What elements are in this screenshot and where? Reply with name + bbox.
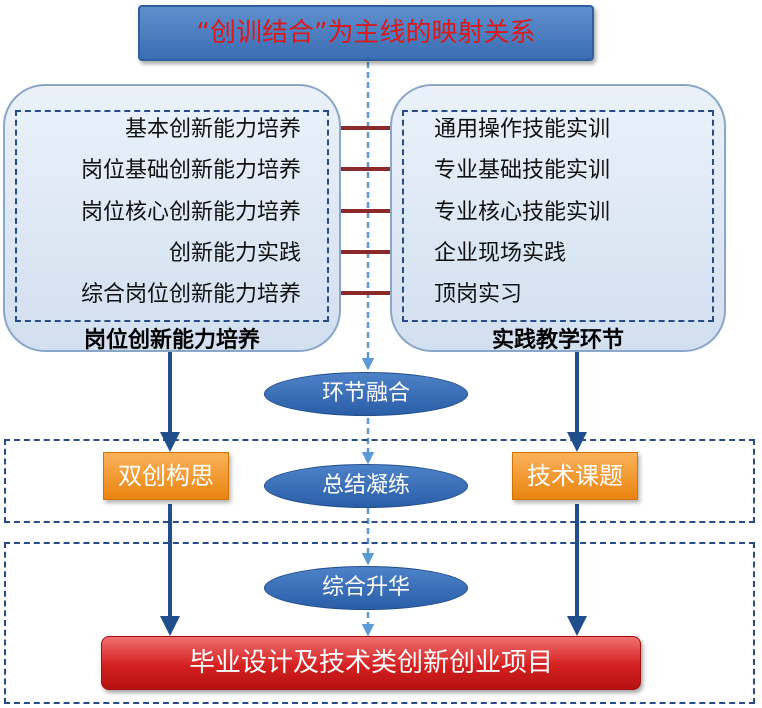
step-ellipse-synthesis: 综合升华: [264, 566, 468, 610]
summary-stage-frame: [4, 439, 755, 523]
step-ellipse-summary: 总结凝练: [264, 464, 468, 508]
left-item: 基本创新能力培养: [124, 117, 301, 142]
side-box-ideation: 双创构思: [103, 452, 229, 500]
left-panel: 基本创新能力培养 岗位基础创新能力培养 岗位核心创新能力培养 创新能力实践 综合…: [3, 84, 341, 353]
right-panel-caption: 实践教学环节: [491, 328, 624, 353]
left-panel-caption: 岗位创新能力培养: [83, 328, 260, 353]
left-item: 岗位核心创新能力培养: [80, 200, 301, 225]
right-item: 专业核心技能实训: [434, 200, 611, 225]
right-item: 通用操作技能实训: [434, 117, 611, 142]
right-item: 企业现场实践: [434, 241, 567, 266]
left-item: 创新能力实践: [168, 241, 301, 266]
result-bar: 毕业设计及技术类创新创业项目: [101, 636, 641, 690]
right-item: 专业基础技能实训: [434, 158, 611, 183]
left-item: 岗位基础创新能力培养: [80, 158, 301, 183]
left-item: 综合岗位创新能力培养: [80, 282, 301, 307]
right-item: 顶岗实习: [434, 282, 523, 307]
step-ellipse-integration: 环节融合: [264, 372, 468, 416]
side-box-technical-topic: 技术课题: [512, 452, 638, 500]
diagram-title: “创训结合”为主线的映射关系: [138, 5, 594, 61]
right-panel: 通用操作技能实训 专业基础技能实训 专业核心技能实训 企业现场实践 顶岗实习 实…: [390, 84, 726, 353]
synthesis-stage-frame: [4, 542, 755, 704]
